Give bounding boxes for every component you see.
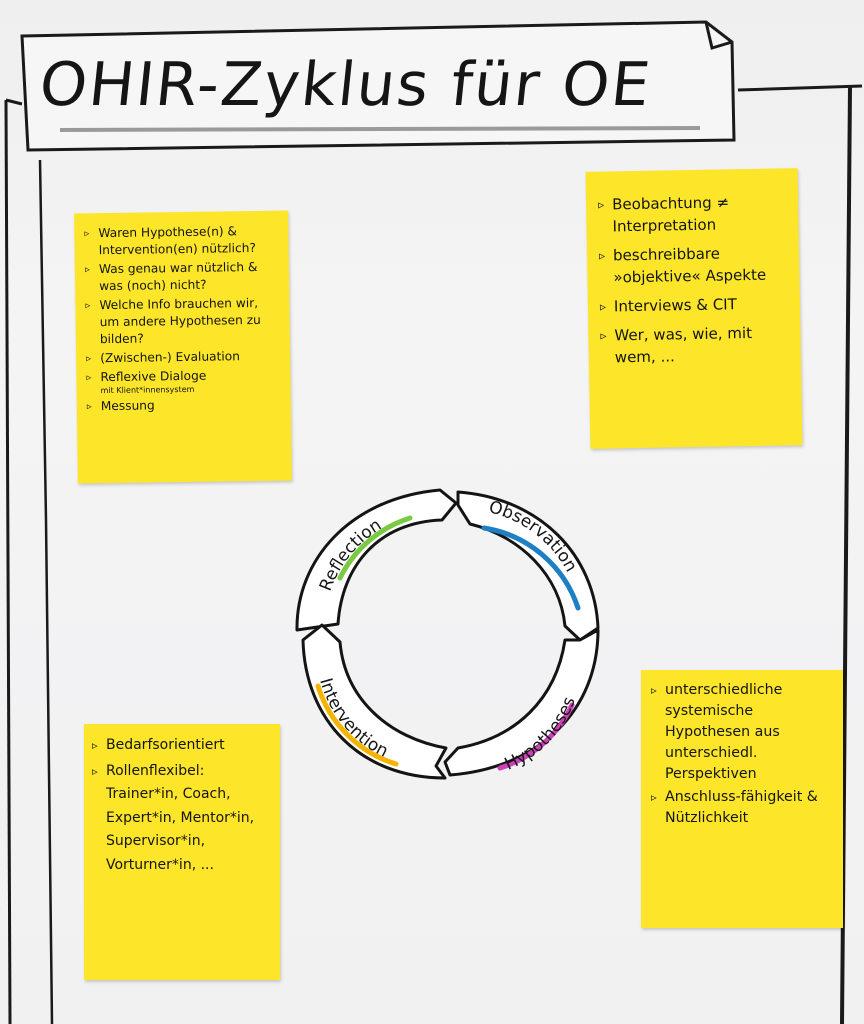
note-item: Anschluss-fähigkeit & Nützlichkeit bbox=[651, 787, 835, 829]
cycle-segment-intervention bbox=[301, 623, 448, 780]
hypotheses-underline bbox=[497, 702, 575, 771]
sticky-note-intervention: Bedarfsorientiert Rollenflexibel: Traine… bbox=[84, 724, 280, 980]
cycle-segment-hypotheses bbox=[443, 628, 600, 777]
observation-underline bbox=[481, 525, 581, 611]
reflection-underline bbox=[337, 515, 413, 581]
note-item: Bedarfsorientiert bbox=[92, 734, 272, 758]
title-banner bbox=[20, 20, 736, 152]
sticky-note-hypotheses: unterschiedliche systemische Hypothesen … bbox=[641, 670, 843, 928]
note-item: unterschiedliche systemische Hypothesen … bbox=[651, 680, 835, 785]
cycle-segment-reflection bbox=[295, 488, 458, 632]
note-item: Rollenflexibel: Trainer*in, Coach, Exper… bbox=[92, 760, 272, 878]
intervention-underline bbox=[315, 683, 399, 767]
